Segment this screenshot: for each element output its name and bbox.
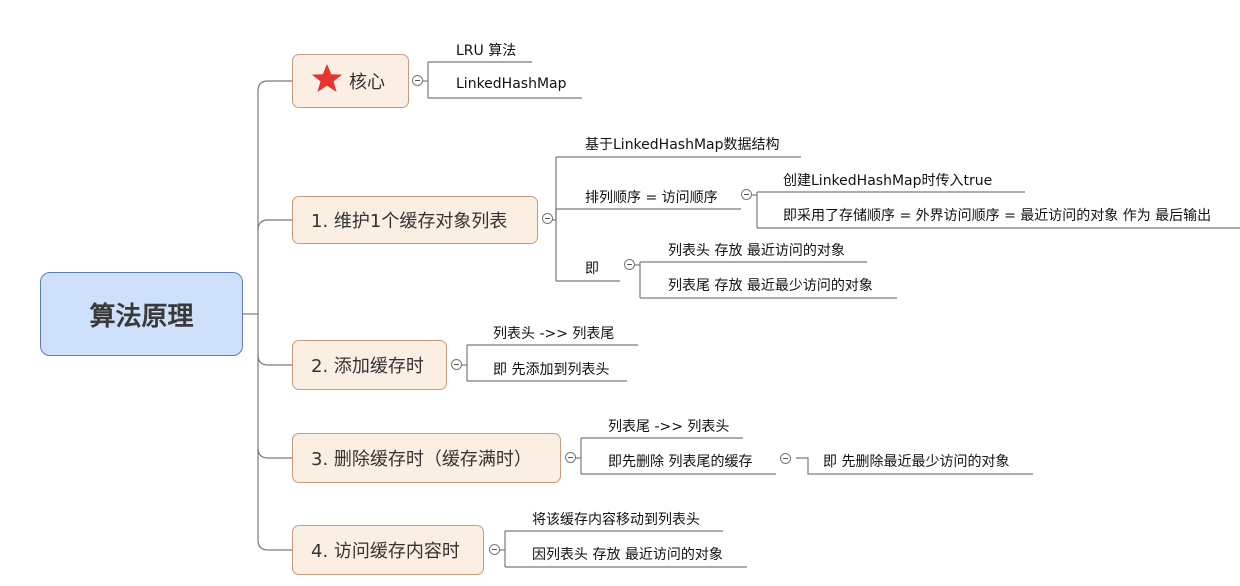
leaf-head-to-tail: 列表头 ->> 列表尾	[493, 326, 615, 342]
connector-maintain-list	[257, 219, 292, 231]
branch-add-cache[interactable]: 2. 添加缓存时	[292, 340, 447, 390]
branch-access-cache[interactable]: 4. 访问缓存内容时	[292, 525, 484, 575]
leaf-tail-least-recent: 列表尾 存放 最近最少访问的对象	[668, 278, 873, 294]
connector-core	[257, 80, 292, 92]
branch-core-label: 核心	[349, 72, 385, 93]
branch-add-cache-label: 2. 添加缓存时	[311, 356, 424, 377]
leaf-remove-tail-first: 即先删除 列表尾的缓存	[608, 454, 753, 470]
connector-access-cache	[257, 539, 292, 551]
branch-remove-cache-label: 3. 删除缓存时（缓存满时）	[311, 449, 532, 470]
collapse-toggle-order[interactable]	[741, 189, 752, 200]
collapse-toggle-that-is[interactable]	[624, 259, 635, 270]
collapse-toggle-add-cache[interactable]	[451, 359, 462, 370]
branch-maintain-list-label: 1. 维护1个缓存对象列表	[311, 211, 508, 232]
branch-remove-cache[interactable]: 3. 删除缓存时（缓存满时）	[292, 433, 561, 483]
branch-core[interactable]: 核心	[292, 54, 409, 108]
branch-maintain-list[interactable]: 1. 维护1个缓存对象列表	[292, 196, 538, 244]
leaf-move-to-head: 将该缓存内容移动到列表头	[532, 512, 700, 528]
leaf-head-recent: 列表头 存放 最近访问的对象	[668, 243, 845, 259]
collapse-toggle-remove-tail[interactable]	[780, 453, 791, 464]
leaf-that-is: 即	[585, 261, 599, 277]
root-topic-label: 算法原理	[89, 301, 194, 332]
leaf-head-stores-recent: 因列表头 存放 最近访问的对象	[532, 547, 723, 563]
branch-access-cache-label: 4. 访问缓存内容时	[311, 541, 460, 562]
leaf-lru-algorithm: LRU 算法	[456, 43, 517, 59]
root-topic[interactable]: 算法原理	[40, 272, 243, 356]
leaf-create-with-true: 创建LinkedHashMap时传入true	[783, 173, 993, 189]
connector-add-cache	[257, 354, 292, 366]
connector-remove-cache	[257, 447, 292, 459]
leaf-based-on-linkedhashmap: 基于LinkedHashMap数据结构	[585, 137, 780, 153]
collapse-toggle-maintain-list[interactable]	[542, 213, 553, 224]
collapse-toggle-access-cache[interactable]	[489, 544, 500, 555]
leaf-linkedhashmap: LinkedHashMap	[456, 76, 567, 92]
collapse-toggle-remove-cache[interactable]	[565, 452, 576, 463]
leaf-tail-to-head: 列表尾 ->> 列表头	[608, 419, 730, 435]
leaf-access-order-explanation: 即采用了存储顺序 = 外界访问顺序 = 最近访问的对象 作为 最后输出	[783, 208, 1212, 224]
remove-tail-underline	[796, 457, 1033, 475]
collapse-toggle-core[interactable]	[412, 75, 423, 86]
leaf-remove-least-recent: 即 先删除最近最少访问的对象	[823, 454, 1010, 470]
leaf-order-equals-access: 排列顺序 = 访问顺序	[585, 190, 718, 206]
star-icon	[311, 63, 343, 100]
leaf-add-to-head: 即 先添加到列表头	[493, 362, 610, 378]
